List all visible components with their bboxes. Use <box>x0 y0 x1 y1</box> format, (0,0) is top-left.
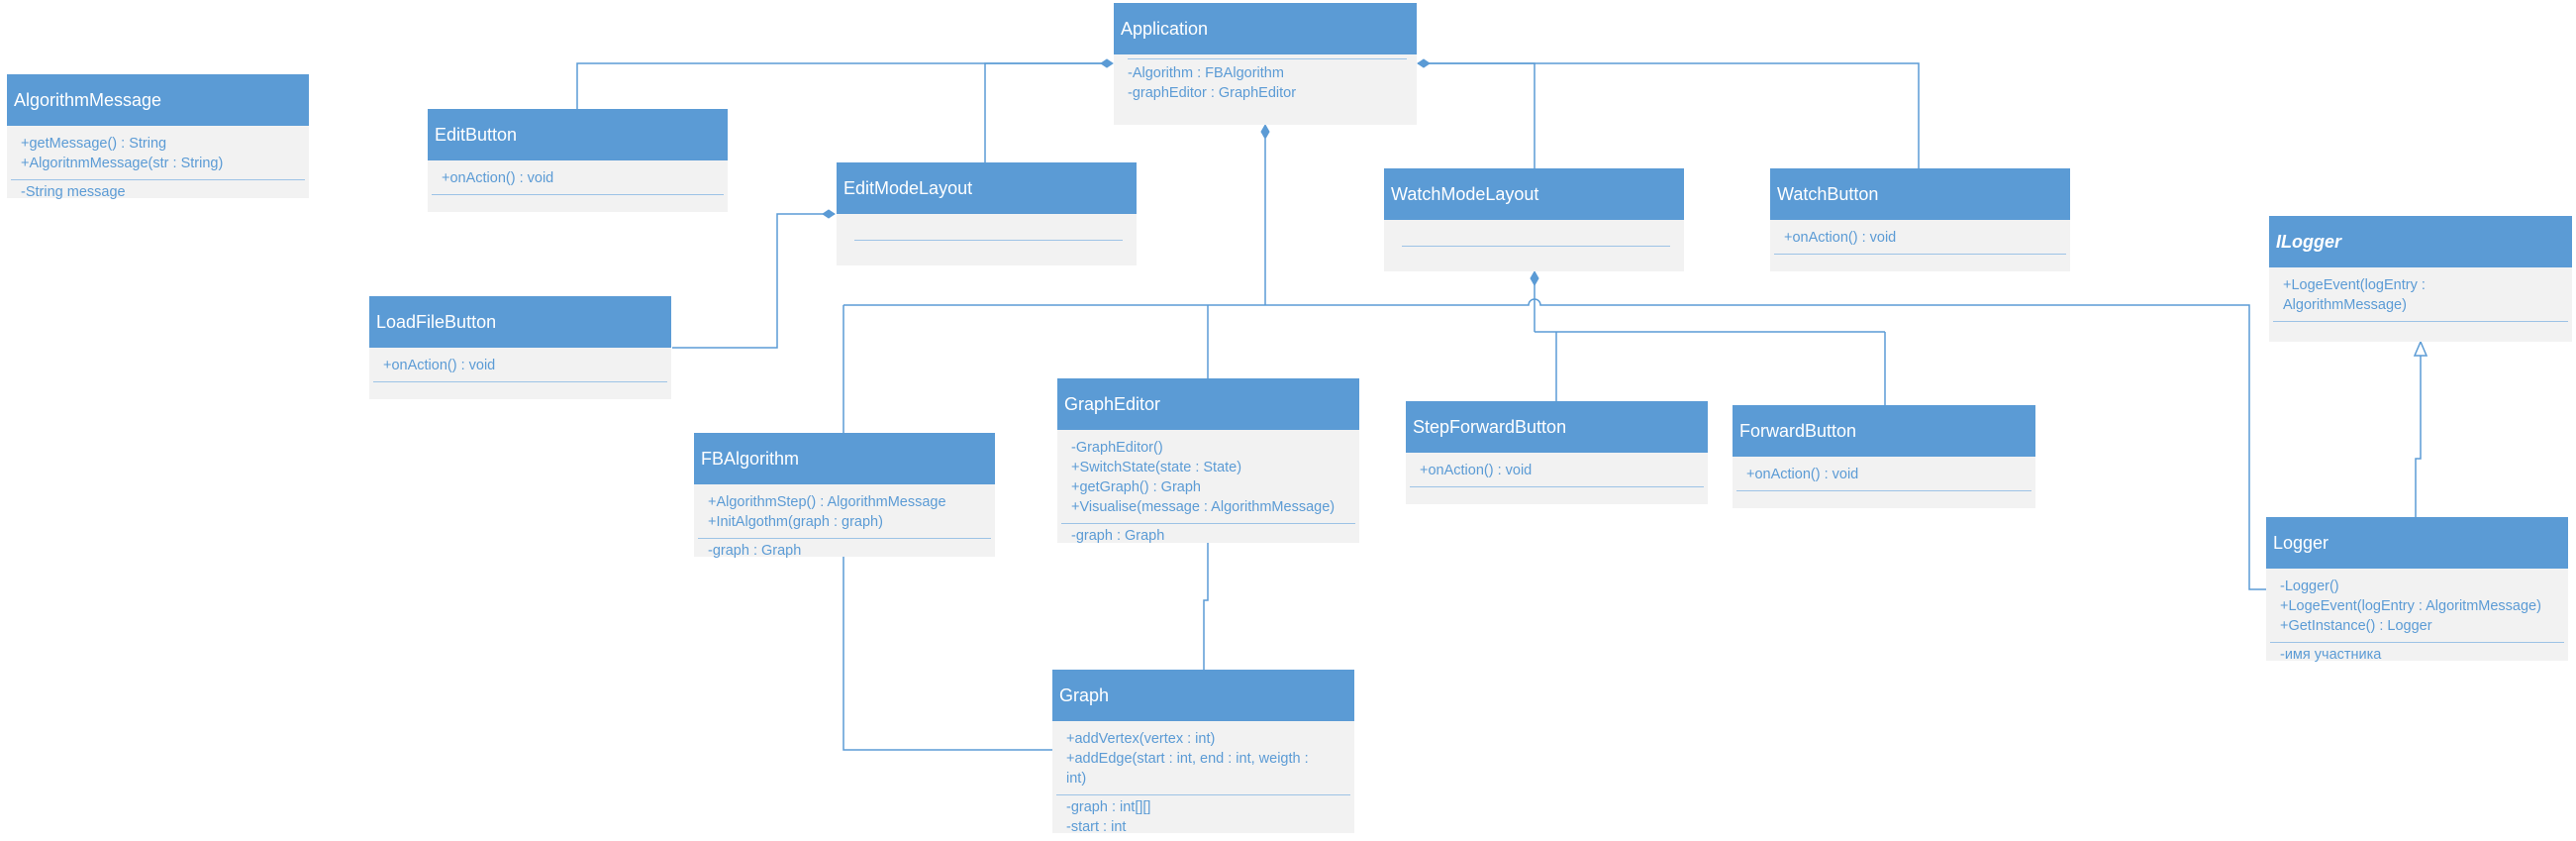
field: -graph : int[][] <box>1066 799 1151 815</box>
class-watch-button[interactable]: WatchButton +onAction() : void <box>1770 168 2070 271</box>
separator <box>1128 58 1407 59</box>
method: +onAction() : void <box>383 358 496 373</box>
class-load-file-button[interactable]: LoadFileButton +onAction() : void <box>369 296 671 399</box>
method: +LogeEvent(logEntry : AlgoritmMessage) <box>2280 598 2541 614</box>
field: -start : int <box>1066 819 1127 835</box>
method: +onAction() : void <box>1746 467 1859 482</box>
method: +Visualise(message : AlgorithmMessage) <box>1071 499 1336 515</box>
field: -String message <box>21 184 126 200</box>
class-application[interactable]: Application -Algorithm : FBAlgorithm -gr… <box>1114 3 1417 125</box>
method: +onAction() : void <box>1420 463 1533 478</box>
realization-triangle <box>2413 340 2428 357</box>
method: -Logger() <box>2280 578 2339 594</box>
class-algorithm-message[interactable]: AlgorithmMessage +getMessage() : String … <box>7 74 309 200</box>
class-name: StepForwardButton <box>1406 401 1708 453</box>
field: -graph : Graph <box>1071 528 1165 544</box>
class-forward-button[interactable]: ForwardButton +onAction() : void <box>1733 405 2035 508</box>
class-watch-mode-layout[interactable]: WatchModeLayout <box>1384 168 1684 271</box>
class-graph[interactable]: Graph +addVertex(vertex : int) +addEdge(… <box>1052 670 1354 835</box>
link-application-editbutton <box>576 62 1111 111</box>
diamond-application-left <box>1100 58 1114 68</box>
class-name: ForwardButton <box>1733 405 2035 457</box>
separator <box>698 538 991 539</box>
class-name: Graph <box>1052 670 1354 721</box>
separator <box>432 194 724 195</box>
method: -GraphEditor() <box>1071 440 1163 456</box>
link-application-watchmodelayout <box>1418 62 1536 168</box>
diamond-watchmodelayout <box>1530 269 1539 287</box>
diamond-editmodelayout <box>822 209 836 219</box>
method: +addEdge(start : int, end : int, weigth … <box>1066 751 1309 767</box>
method: +LogeEvent(logEntry : <box>2283 277 2426 293</box>
separator <box>1402 246 1670 247</box>
method: +onAction() : void <box>1784 230 1897 246</box>
method: +AlgoritnmMessage(str : String) <box>21 156 224 171</box>
class-name: LoadFileButton <box>369 296 671 348</box>
class-step-forward-button[interactable]: StepForwardButton +onAction() : void <box>1406 401 1708 504</box>
method: +AlgorithmStep() : AlgorithmMessage <box>708 494 946 510</box>
separator <box>11 179 305 180</box>
link-application-editmodelayout <box>984 62 1111 162</box>
method: +getMessage() : String <box>21 136 167 152</box>
method: +onAction() : void <box>442 170 554 186</box>
separator <box>1774 254 2066 255</box>
class-name: Logger <box>2266 517 2568 569</box>
separator <box>1410 486 1704 487</box>
separator <box>854 240 1123 241</box>
class-edit-button[interactable]: EditButton +onAction() : void <box>428 109 728 212</box>
class-name: Application <box>1114 3 1417 54</box>
field: -имя участника <box>2280 647 2382 663</box>
separator <box>1056 794 1350 795</box>
class-edit-mode-layout[interactable]: EditModeLayout <box>837 162 1137 265</box>
method: int) <box>1066 771 1087 787</box>
field: -Algorithm : FBAlgorithm <box>1128 65 1284 81</box>
link-application-watchbutton <box>1418 62 1920 168</box>
class-name: AlgorithmMessage <box>7 74 309 126</box>
method: +getGraph() : Graph <box>1071 479 1201 495</box>
link-logger-ilogger <box>2415 354 2422 517</box>
separator <box>1736 490 2031 491</box>
diamond-application-bottom <box>1260 123 1270 141</box>
class-ilogger[interactable]: ILogger +LogeEvent(logEntry : AlgorithmM… <box>2269 216 2572 342</box>
class-name: WatchButton <box>1770 168 2070 220</box>
field: -graphEditor : GraphEditor <box>1128 85 1297 101</box>
link-grapheditor-graph <box>1203 543 1209 670</box>
link-editmodelayout-loadfile <box>672 213 835 349</box>
separator <box>2270 642 2564 643</box>
link-logger <box>1265 298 2266 590</box>
class-name: WatchModeLayout <box>1384 168 1684 220</box>
class-fb-algorithm[interactable]: FBAlgorithm +AlgorithmStep() : Algorithm… <box>694 433 995 559</box>
diamond-application-right <box>1417 58 1431 68</box>
method: +addVertex(vertex : int) <box>1066 731 1216 747</box>
class-name: EditButton <box>428 109 728 160</box>
link-fbalgorithm-graph <box>842 557 1052 751</box>
class-graph-editor[interactable]: GraphEditor -GraphEditor() +SwitchState(… <box>1057 378 1359 544</box>
method: +GetInstance() : Logger <box>2280 618 2432 634</box>
class-name: FBAlgorithm <box>694 433 995 484</box>
separator <box>373 381 667 382</box>
method: +SwitchState(state : State) <box>1071 460 1242 475</box>
separator <box>2273 321 2568 322</box>
class-logger[interactable]: Logger -Logger() +LogeEvent(logEntry : A… <box>2266 517 2568 663</box>
class-name: EditModeLayout <box>837 162 1137 214</box>
class-name: GraphEditor <box>1057 378 1359 430</box>
separator <box>1061 523 1355 524</box>
method: AlgorithmMessage) <box>2283 297 2407 313</box>
method: +InitAlgothm(graph : graph) <box>708 514 883 530</box>
class-name: ILogger <box>2269 216 2572 267</box>
field: -graph : Graph <box>708 543 802 559</box>
